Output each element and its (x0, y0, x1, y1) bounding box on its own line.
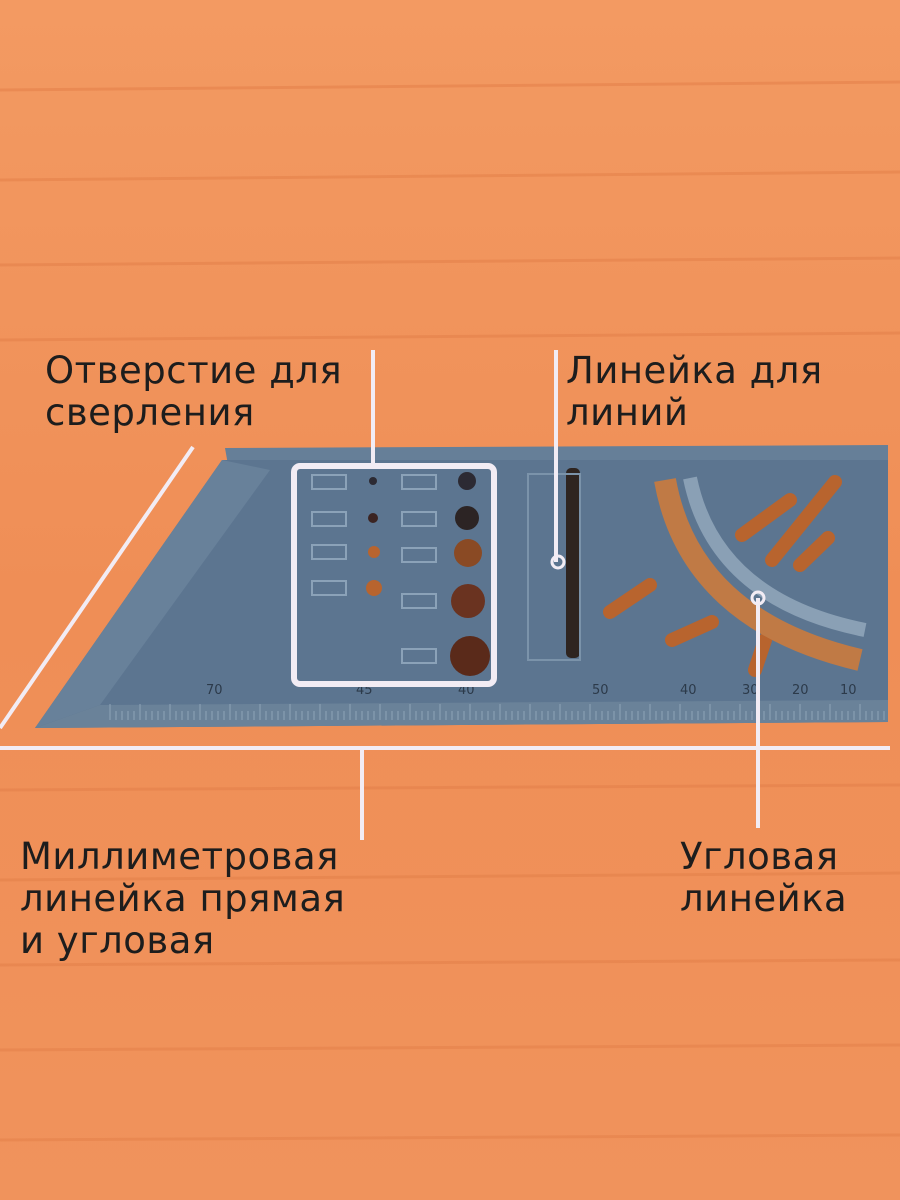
label-line-ruler: Линейка для линий (566, 350, 823, 434)
tool-bevel (35, 700, 888, 728)
label-line: Отверстие для (45, 349, 343, 392)
label-angle-ruler: Угловая линейка (680, 836, 847, 920)
ruler-number: 40 (680, 683, 697, 698)
tool-slope-face (35, 460, 270, 728)
drill-holes-highlight-box (291, 463, 497, 687)
ruler-number: 20 (792, 683, 809, 698)
ruler-number: 70 (206, 683, 223, 698)
angle-arc-scale (683, 476, 867, 637)
label-drill-holes: Отверстие для сверления (45, 350, 342, 434)
label-line: сверления (45, 391, 255, 434)
angle-arc-slot (654, 477, 863, 671)
wood-grain (0, 80, 900, 1142)
label-line: Миллиметровая (20, 835, 339, 878)
label-line: Угловая (680, 835, 839, 878)
label-line: и угловая (20, 919, 215, 962)
ruler-number: 50 (592, 683, 609, 698)
ruler-number: 10 (840, 683, 857, 698)
callout-dot (750, 590, 766, 606)
label-line: линейка прямая (20, 877, 346, 920)
ruler-ticks (109, 704, 885, 720)
label-line: линейка (680, 877, 848, 920)
line-ruler-slot (566, 468, 580, 658)
label-line: линий (566, 391, 689, 434)
drill-holes (311, 472, 490, 676)
angle-ruler-tool: 70 45 40 50 40 30 20 10 (35, 445, 888, 728)
ruler-number: 30 (742, 683, 759, 698)
callouts (0, 350, 890, 840)
callout-dot (550, 554, 566, 570)
label-line: Линейка для (566, 349, 823, 392)
label-mm-ruler: Миллиметровая линейка прямая и угловая (20, 836, 345, 962)
